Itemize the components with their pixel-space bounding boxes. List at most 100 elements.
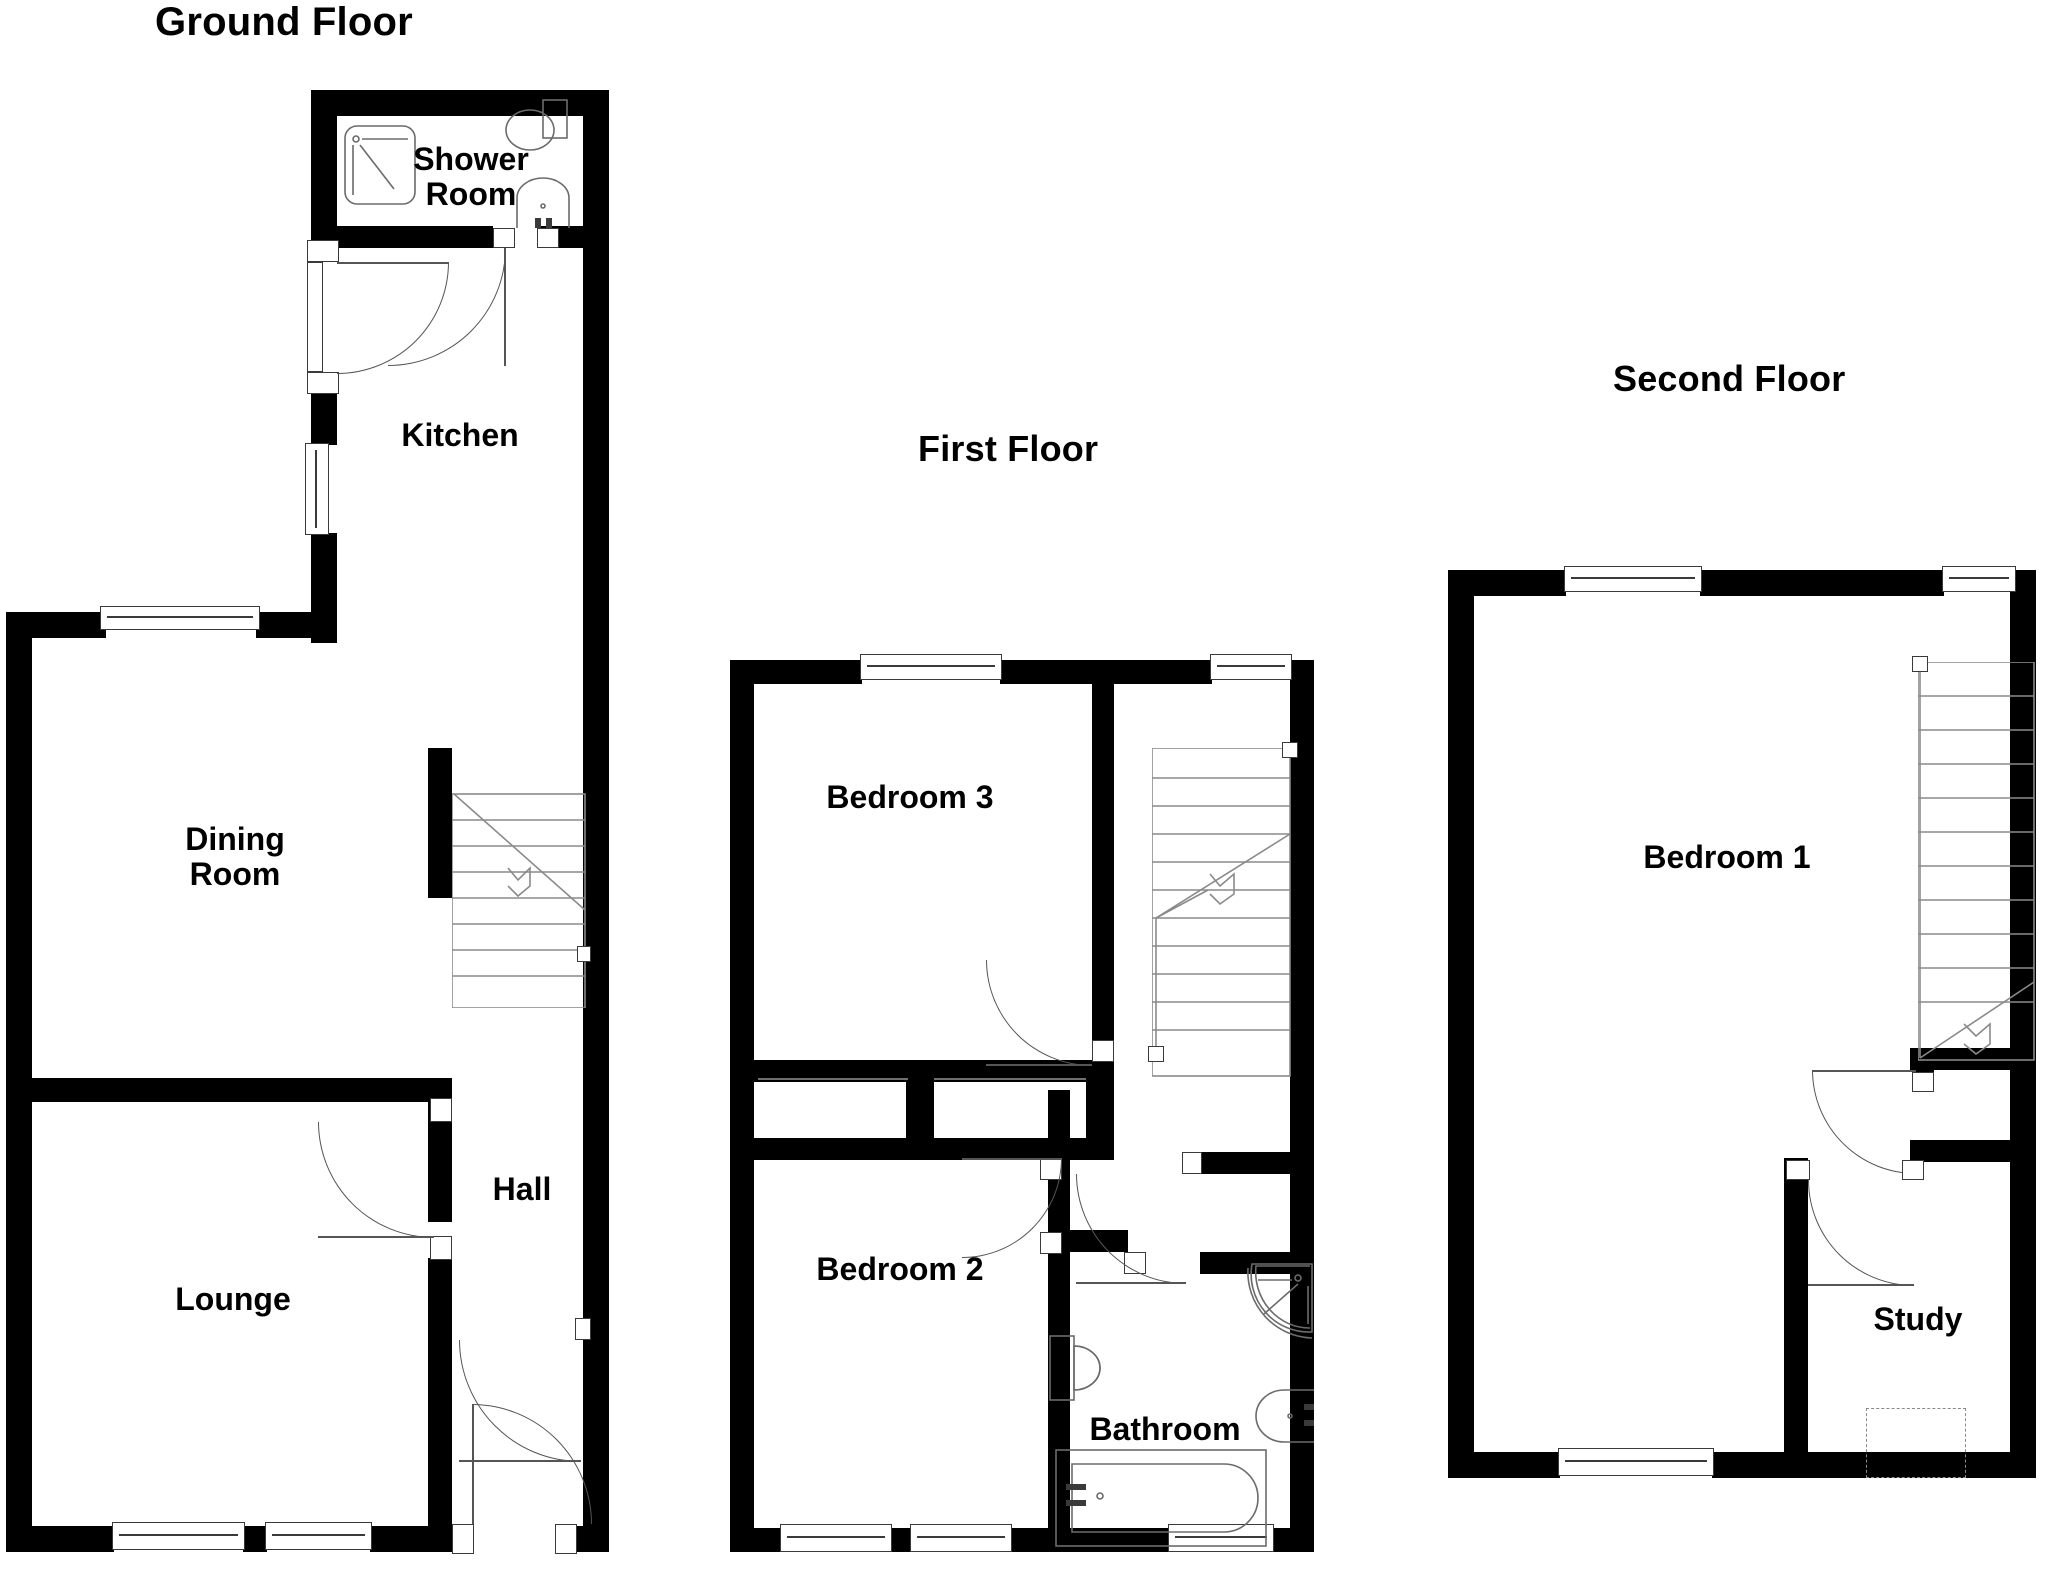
first-floor-title: First Floor <box>918 428 1099 469</box>
room-label-bedroom-2: Bedroom 2 <box>816 1251 984 1287</box>
wall-gf-dining-lounge <box>6 1078 452 1102</box>
second-floor-title: Second Floor <box>1613 358 1846 399</box>
door-jamb-kitchen-bottom <box>307 372 339 394</box>
window-bedroom3-rear <box>860 654 1002 680</box>
wall-ff-landing-bath-top <box>1200 1152 1314 1174</box>
door-leaf-kitchen <box>337 262 449 264</box>
door-leaf-bedroom2 <box>962 1158 1062 1160</box>
wall-ff-top-right <box>1290 660 1314 684</box>
wall-ff-right <box>1290 660 1314 1552</box>
wall-gf-wing-left-upper <box>311 90 337 240</box>
door-leaf-shower-room <box>504 248 506 366</box>
bath-icon <box>1055 1449 1267 1547</box>
wall-sf-top-right <box>2014 570 2036 596</box>
door-swing-study <box>1808 1180 1914 1286</box>
door-leaf-hall-side <box>459 1460 581 1462</box>
cupboard-door-line-left <box>758 1078 908 1080</box>
door-jamb-lounge-bottom <box>430 1236 452 1260</box>
corner-shower-icon <box>1247 1263 1313 1339</box>
room-label-shower-room: Shower Room <box>413 141 529 212</box>
door-jamb-bathroom-top <box>1182 1152 1202 1174</box>
door-leaf-front <box>472 1404 474 1524</box>
door-jamb-study-left <box>1786 1160 1810 1180</box>
stair-newel-second <box>1912 656 1928 672</box>
wall-gf-hall-partition <box>428 748 452 898</box>
room-label-dining-room: Dining Room <box>185 821 285 892</box>
door-jamb-bedroom3 <box>1092 1040 1114 1062</box>
door-leaf-study <box>1808 1284 1914 1286</box>
window-kitchen <box>305 443 329 535</box>
cupboard-door-line-right <box>934 1078 1086 1080</box>
door-swing-bathroom <box>1076 1174 1186 1284</box>
wall-sf-study-top2 <box>1910 1140 2036 1162</box>
window-lounge-left <box>112 1522 245 1550</box>
basin-icon <box>516 177 570 228</box>
door-jamb-lounge-top <box>430 1098 452 1122</box>
wall-gf-front-mid <box>243 1526 267 1552</box>
staircase-ground <box>452 793 586 1008</box>
wall-ff-bottom-left <box>730 1528 782 1552</box>
wall-ff-bath-left <box>1048 1252 1070 1552</box>
room-label-bedroom-1: Bedroom 1 <box>1643 839 1811 875</box>
window-bedroom2-front-right <box>910 1524 1012 1552</box>
wall-gf-front-right <box>370 1526 452 1552</box>
wall-sf-top-left <box>1448 570 1566 596</box>
wall-gf-right <box>583 90 609 1552</box>
wall-gf-dining-top-right <box>256 612 337 638</box>
wall-ff-left <box>730 660 754 1552</box>
wall-sf-bottom-left <box>1448 1452 1560 1478</box>
door-leaf-bathroom <box>1076 1282 1186 1284</box>
wall-gf-wing-left-lower <box>311 393 337 445</box>
wall-sf-right <box>2010 570 2036 1478</box>
wall-ff-bottom-mid1 <box>890 1528 912 1552</box>
room-label-study: Study <box>1873 1301 1963 1337</box>
window-bedroom1-front <box>1558 1448 1714 1476</box>
wall-gf-shower-kitchen <box>311 226 493 248</box>
toilet-icon <box>505 99 568 151</box>
door-swing-lounge <box>318 1122 434 1238</box>
ground-floor-title: Ground Floor <box>155 0 413 44</box>
wall-sf-study-top <box>1910 1048 2036 1070</box>
window-bedroom2-front-left <box>780 1524 892 1552</box>
window-lounge-right <box>265 1522 372 1550</box>
door-panel-kitchen <box>307 262 323 372</box>
room-label-bedroom-3: Bedroom 3 <box>826 779 994 815</box>
door-leaf-bedroom1 <box>1812 1070 1916 1072</box>
wall-gf-dining-top <box>6 612 106 638</box>
door-jamb-front-left <box>452 1524 474 1554</box>
shower-tray-icon <box>344 125 416 205</box>
window-bathroom-front <box>1168 1524 1274 1552</box>
window-dining-room <box>100 606 260 630</box>
room-label-hall: Hall <box>492 1171 552 1207</box>
room-label-kitchen: Kitchen <box>401 417 519 453</box>
door-jamb-hall-side <box>575 1318 591 1340</box>
room-label-bathroom: Bathroom <box>1089 1411 1241 1447</box>
door-jamb-shower-room-left <box>493 228 515 248</box>
room-label-lounge: Lounge <box>175 1281 291 1317</box>
wall-ff-top-left <box>730 660 862 684</box>
door-jamb-kitchen-top <box>307 240 339 262</box>
wall-ff-landing-bath-bottom <box>1200 1252 1314 1274</box>
wall-ff-bed3-landing <box>1092 660 1114 1062</box>
door-jamb-shower-room-right <box>537 228 559 248</box>
wall-ff-cupboard-base-right <box>906 1138 1114 1160</box>
door-jamb-study-right <box>1902 1160 1924 1180</box>
wall-sf-bottom-mid <box>1712 1452 2036 1478</box>
stair-newel-ground <box>577 946 591 962</box>
door-leaf-bedroom3 <box>986 1064 1092 1066</box>
wall-sf-top-mid <box>1700 570 1944 596</box>
stair-newel-first-top <box>1282 742 1298 758</box>
door-jamb-front-right <box>555 1524 577 1554</box>
wall-gf-front-left <box>6 1526 114 1552</box>
window-bedroom1-rear-right <box>1942 566 2016 592</box>
staircase-first <box>1152 748 1291 1077</box>
stair-newel-first-bottom <box>1148 1046 1164 1062</box>
wall-ff-cupboard-base-left <box>730 1138 934 1160</box>
wall-gf-hall-partition-bottom <box>428 1258 452 1552</box>
wall-sf-left <box>1448 570 1474 1478</box>
wall-gf-top <box>311 90 609 116</box>
wall-ff-cupboard-mid <box>906 1082 934 1138</box>
window-bedroom1-rear-left <box>1564 566 1702 592</box>
wall-sf-study-left <box>1784 1158 1808 1478</box>
